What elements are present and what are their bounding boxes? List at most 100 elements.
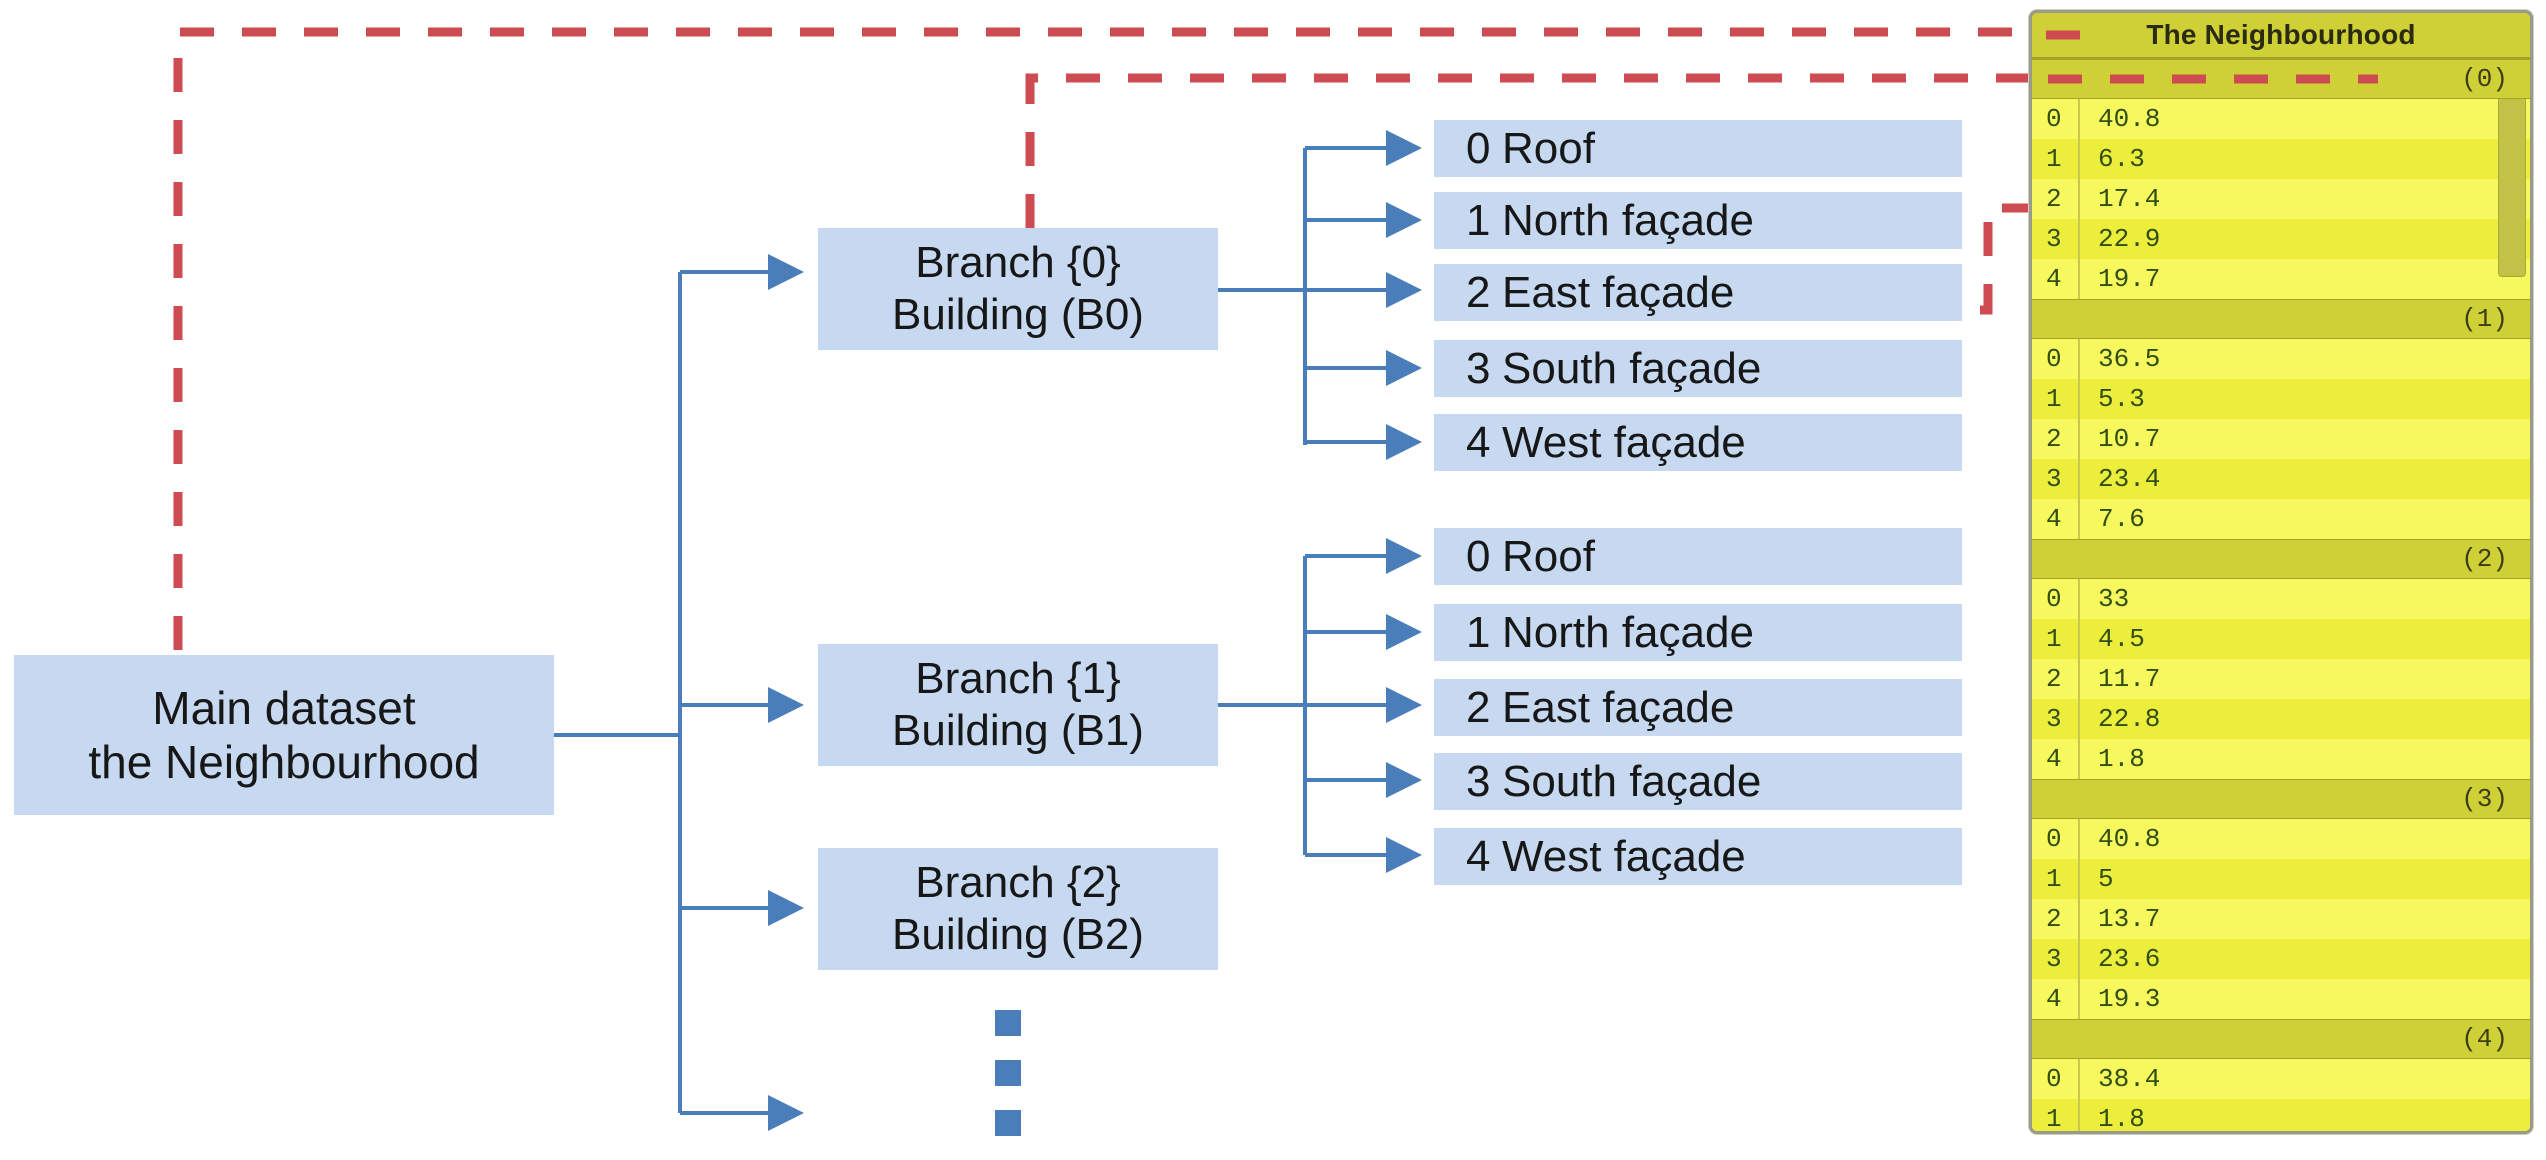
- highlight-wire-leaf-to-row2: [1918, 203, 2049, 315]
- table-row[interactable]: 4 19.3: [2032, 979, 2530, 1019]
- table-row[interactable]: 0 40.8: [2032, 99, 2530, 139]
- table-row[interactable]: 4 1.8: [2032, 739, 2530, 779]
- node-branch-1-line2: Building (B1): [892, 706, 1144, 755]
- row-id: 4: [2046, 984, 2062, 1014]
- table-row[interactable]: 0 33: [2032, 579, 2530, 619]
- table-row[interactable]: 1 4.5: [2032, 619, 2530, 659]
- row-value: 23.6: [2098, 944, 2161, 974]
- table-row[interactable]: 4 19.7: [2032, 259, 2530, 299]
- node-branch-1[interactable]: Branch {1} Building (B1): [818, 644, 1218, 766]
- wire-main-to-trunk: [554, 272, 682, 1113]
- row-id: 0: [2046, 344, 2062, 374]
- group-header-0: (0): [2032, 59, 2530, 99]
- table-row[interactable]: 0 36.5: [2032, 339, 2530, 379]
- table-row[interactable]: 2 11.7: [2032, 659, 2530, 699]
- leaf-b0-south-facade-label: South façade: [1502, 343, 1762, 393]
- leaf-b0-roof-label: Roof: [1502, 123, 1595, 173]
- leaf-b0-north-facade[interactable]: 1 North façade: [1434, 192, 1962, 249]
- leaf-b0-east-facade-label: East façade: [1502, 267, 1735, 317]
- row-id: 0: [2046, 1064, 2062, 1094]
- table-row[interactable]: 1 1.8: [2032, 1099, 2530, 1134]
- row-id: 0: [2046, 584, 2062, 614]
- row-value: 33: [2098, 584, 2130, 614]
- row-value: 19.7: [2098, 264, 2161, 294]
- table-row[interactable]: 3 22.8: [2032, 699, 2530, 739]
- leaf-b1-west-facade-label: West façade: [1502, 831, 1746, 881]
- leaf-b0-north-facade-label: North façade: [1502, 195, 1754, 245]
- row-id: 2: [2046, 904, 2062, 934]
- row-id: 1: [2046, 384, 2062, 414]
- node-main-dataset-line2: the Neighbourhood: [88, 736, 480, 788]
- row-value: 19.3: [2098, 984, 2161, 1014]
- node-branch-1-line1: Branch {1}: [915, 654, 1121, 704]
- group-header-2: (2): [2032, 539, 2530, 579]
- row-id: 3: [2046, 464, 2062, 494]
- table-row[interactable]: 1 5: [2032, 859, 2530, 899]
- row-value: 1.8: [2098, 1104, 2145, 1134]
- group-2-label: (2): [2461, 544, 2508, 574]
- table-row[interactable]: 3 22.9: [2032, 219, 2530, 259]
- leaf-b0-north-facade-index: 1: [1466, 195, 1491, 245]
- row-value: 17.4: [2098, 184, 2161, 214]
- leaf-b1-north-facade-index: 1: [1466, 607, 1491, 657]
- row-value: 5: [2098, 864, 2114, 894]
- data-panel-body[interactable]: (0) 0 40.8 1 6.3 2 17.4 3 22.9: [2032, 59, 2530, 1131]
- row-id: 2: [2046, 424, 2062, 454]
- table-row[interactable]: 0 38.4: [2032, 1059, 2530, 1099]
- row-id: 1: [2046, 144, 2062, 174]
- row-value: 6.3: [2098, 144, 2145, 174]
- leaf-b0-roof[interactable]: 0 Roof: [1434, 120, 1962, 177]
- row-id: 0: [2046, 104, 2062, 134]
- leaf-b1-roof-index: 0: [1466, 531, 1491, 581]
- group-0-dashed-lead-icon: [2048, 74, 2378, 84]
- data-panel-title: The Neighbourhood: [2146, 19, 2416, 50]
- node-branch-2[interactable]: Branch {2} Building (B2): [818, 848, 1218, 970]
- group-3-label: (3): [2461, 784, 2508, 814]
- row-value: 5.3: [2098, 384, 2145, 414]
- group-0-label: (0): [2461, 64, 2508, 94]
- row-id: 3: [2046, 704, 2062, 734]
- data-panel[interactable]: The Neighbourhood (0) 0 40.8 1 6.3 2: [2029, 10, 2533, 1134]
- node-main-dataset[interactable]: Main dataset the Neighbourhood: [14, 655, 554, 815]
- highlight-wire-main-to-panel: [173, 27, 2049, 650]
- data-panel-titlebar: The Neighbourhood: [2032, 13, 2530, 59]
- table-row[interactable]: 2 10.7: [2032, 419, 2530, 459]
- node-branch-0[interactable]: Branch {0} Building (B0): [818, 228, 1218, 350]
- leaf-b1-west-facade[interactable]: 4 West façade: [1434, 828, 1962, 885]
- leaf-b1-south-facade[interactable]: 3 South façade: [1434, 753, 1962, 810]
- leaf-b1-roof[interactable]: 0 Roof: [1434, 528, 1962, 585]
- wire-branch0-fanout: [1218, 148, 1307, 445]
- table-row[interactable]: 0 40.8: [2032, 819, 2530, 859]
- row-value: 7.6: [2098, 504, 2145, 534]
- table-row[interactable]: 1 5.3: [2032, 379, 2530, 419]
- group-1-label: (1): [2461, 304, 2508, 334]
- table-row[interactable]: 2 17.4: [2032, 179, 2530, 219]
- row-id: 4: [2046, 264, 2062, 294]
- row-id: 1: [2046, 624, 2062, 654]
- node-branch-2-line1: Branch {2}: [915, 858, 1121, 908]
- table-row[interactable]: 4 7.6: [2032, 499, 2530, 539]
- leaf-b1-south-facade-index: 3: [1466, 756, 1491, 806]
- wire-branch0-leaf-arrows: [1305, 130, 1422, 460]
- leaf-b0-east-facade[interactable]: 2 East façade: [1434, 264, 1962, 321]
- wire-branch1-fanout: [1218, 556, 1307, 855]
- table-row[interactable]: 2 13.7: [2032, 899, 2530, 939]
- red-dash-marker-icon: [2046, 30, 2080, 40]
- row-value: 36.5: [2098, 344, 2161, 374]
- node-branch-0-line2: Building (B0): [892, 290, 1144, 339]
- leaf-b1-north-facade[interactable]: 1 North façade: [1434, 604, 1962, 661]
- leaf-b1-east-facade[interactable]: 2 East façade: [1434, 679, 1962, 736]
- table-row[interactable]: 3 23.6: [2032, 939, 2530, 979]
- leaf-b0-west-facade-index: 4: [1466, 417, 1491, 467]
- row-value: 23.4: [2098, 464, 2161, 494]
- table-row[interactable]: 1 6.3: [2032, 139, 2530, 179]
- row-value: 40.8: [2098, 824, 2161, 854]
- row-value: 11.7: [2098, 664, 2161, 694]
- table-row[interactable]: 3 23.4: [2032, 459, 2530, 499]
- row-value: 22.9: [2098, 224, 2161, 254]
- leaf-b0-south-facade[interactable]: 3 South façade: [1434, 340, 1962, 397]
- leaf-b0-west-facade[interactable]: 4 West façade: [1434, 414, 1962, 471]
- leaf-b0-south-facade-index: 3: [1466, 343, 1491, 393]
